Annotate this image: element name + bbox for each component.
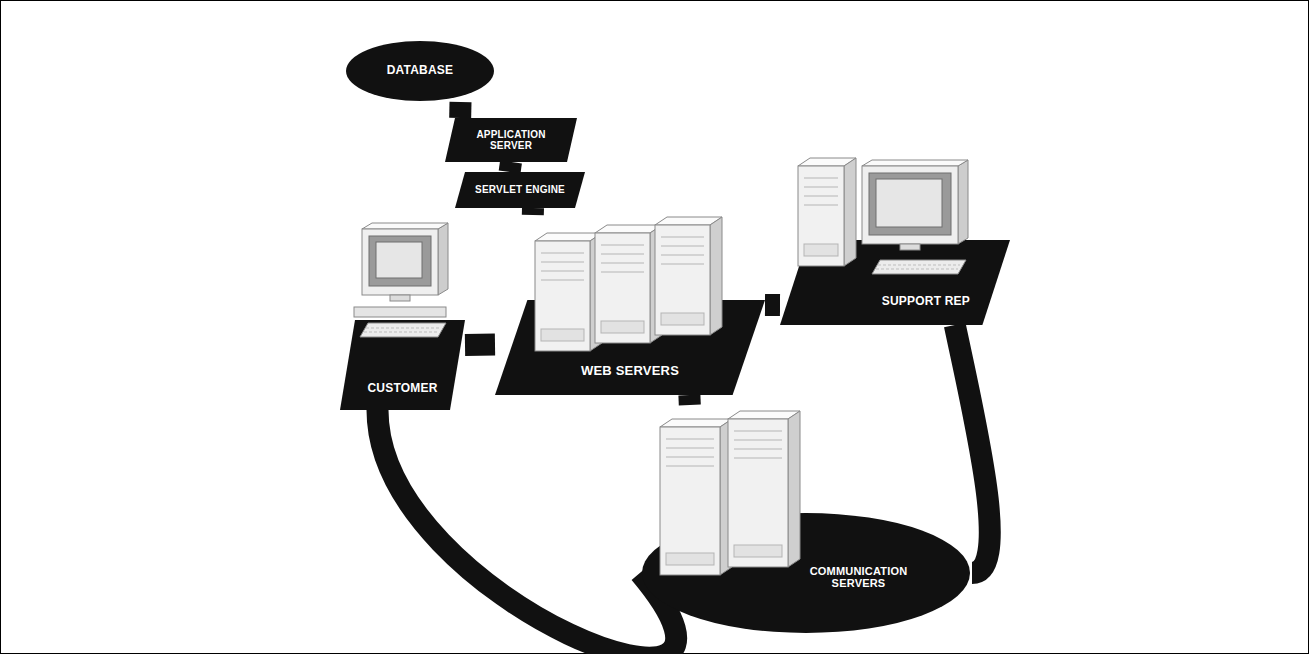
node-label: APPLICATION SERVER	[461, 129, 561, 152]
drive-bay	[601, 272, 644, 273]
keyboard-keys	[364, 332, 438, 333]
drive-bay	[734, 431, 782, 432]
server-label-box: SERVLET ENGINE	[455, 172, 585, 208]
ellipse-outline	[346, 41, 494, 101]
network-band	[678, 395, 700, 405]
drive-bay	[734, 440, 782, 441]
drive-bay	[541, 280, 584, 281]
drive-bay	[666, 466, 714, 467]
keyboard-keys	[366, 328, 440, 329]
customer-platform: CUSTOMER	[340, 215, 465, 410]
drive-bay	[661, 255, 704, 256]
tower-front	[595, 233, 650, 343]
drive-bay	[661, 237, 704, 238]
drive-bay	[541, 253, 584, 254]
node-label: DATABASE	[387, 64, 454, 78]
monitor-screen	[369, 236, 431, 286]
support-platform: SUPPORT REP	[780, 150, 1010, 325]
network-band	[955, 325, 990, 573]
label-parallelogram	[445, 118, 577, 162]
drive-bay	[601, 245, 644, 246]
tower-side	[710, 217, 722, 335]
monitor-front	[362, 229, 438, 295]
network-band	[378, 410, 677, 654]
drive-bay	[661, 246, 704, 247]
tower-vent	[666, 553, 714, 565]
server-label-box: APPLICATION SERVER	[445, 118, 577, 162]
network-band	[465, 334, 495, 356]
tower-vent	[601, 321, 644, 333]
node-label: SUPPORT REP	[882, 295, 970, 309]
keyboard	[872, 260, 966, 274]
platform-slab	[340, 320, 465, 410]
node-label: CUSTOMER	[367, 382, 437, 396]
screen-window	[876, 179, 942, 227]
monitor-top	[362, 223, 448, 229]
drive-bay	[666, 448, 714, 449]
tower-front	[655, 225, 710, 335]
communication-platform: COMMUNICATION SERVERS	[640, 405, 972, 635]
drive-bay	[541, 271, 584, 272]
drive-bay	[666, 439, 714, 440]
platform-slab	[780, 240, 1010, 325]
database-ellipse: DATABASE	[345, 40, 495, 102]
network-band	[510, 162, 511, 172]
drive-bay	[541, 262, 584, 263]
node-label: SERVLET ENGINE	[475, 184, 565, 196]
drive-bay	[601, 263, 644, 264]
node-label: WEB SERVERS	[581, 364, 679, 379]
label-parallelogram	[455, 172, 585, 208]
keyboard-keys	[878, 265, 960, 266]
screen-window	[376, 242, 422, 278]
monitor-side	[438, 223, 448, 295]
tower-front	[660, 427, 720, 575]
tower-vent	[734, 545, 782, 557]
tower-front	[728, 419, 788, 567]
drive-bay	[734, 458, 782, 459]
pc-base	[354, 307, 446, 317]
drive-bay	[804, 205, 838, 206]
monitor-stand	[390, 295, 410, 301]
drive-bay	[804, 187, 838, 188]
monitor-front	[862, 166, 958, 244]
monitor-side	[958, 160, 968, 244]
keyboard	[360, 323, 446, 337]
tower-front	[535, 241, 590, 351]
tower-front	[798, 166, 844, 266]
network-band	[765, 294, 780, 316]
network-band	[449, 102, 471, 118]
monitor-screen	[869, 173, 951, 235]
monitor-stand	[900, 244, 920, 250]
monitor-top	[862, 160, 968, 166]
web-server-platform: WEB SERVERS	[495, 215, 765, 395]
tower-side	[844, 158, 856, 266]
drive-bay	[666, 457, 714, 458]
tower-vent	[541, 329, 584, 341]
drive-bay	[804, 196, 838, 197]
drive-bay	[601, 254, 644, 255]
tower-vent	[804, 244, 838, 256]
network-band	[522, 208, 544, 215]
tower-side	[788, 411, 800, 567]
drive-bay	[804, 178, 838, 179]
drive-bay	[661, 264, 704, 265]
drive-bay	[734, 449, 782, 450]
tower-vent	[661, 313, 704, 325]
node-shape	[640, 405, 972, 635]
node-label: COMMUNICATION SERVERS	[800, 565, 917, 590]
keyboard-keys	[876, 269, 958, 270]
node-shape	[340, 215, 465, 410]
